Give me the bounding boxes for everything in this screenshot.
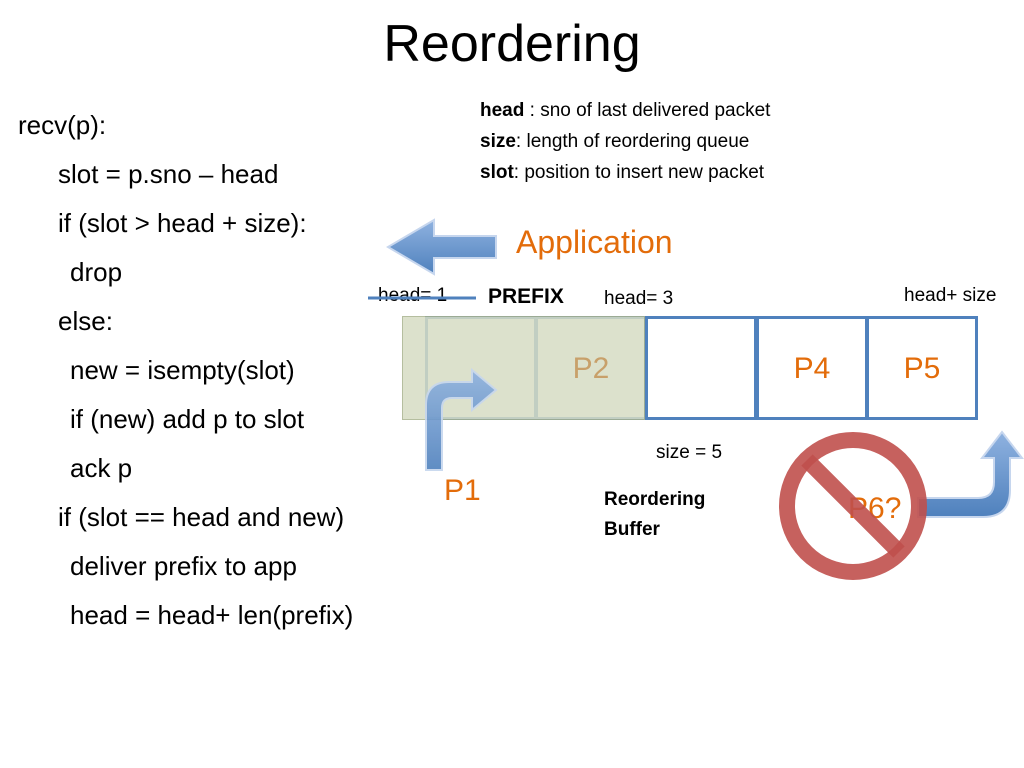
bent-arrow-icon: [917, 430, 1024, 518]
legend-term: size: [480, 131, 516, 152]
head-plus-size-label: head+ size: [904, 285, 997, 306]
size-label: size = 5: [656, 442, 723, 463]
legend-term: slot: [480, 162, 514, 183]
legend-desc: : sno of last delivered packet: [524, 100, 771, 121]
code-line: else:: [58, 306, 113, 336]
slot-label: P2: [572, 352, 610, 385]
buffer-label: Buffer: [604, 519, 660, 540]
code-line: head = head+ len(prefix): [70, 600, 354, 630]
legend-desc: : length of reordering queue: [515, 131, 750, 152]
application-label: Application: [516, 224, 673, 260]
code-line: if (slot > head + size):: [58, 208, 307, 238]
code-line: if (new) add p to slot: [70, 404, 305, 434]
buffer-slot: [645, 316, 757, 420]
legend-term: head: [480, 100, 525, 121]
left-arrow-icon: [386, 218, 497, 276]
code-line: slot = p.sno – head: [58, 159, 279, 189]
legend-item: slot: position to insert new packet: [480, 162, 764, 184]
code-line: ack p: [70, 453, 133, 483]
incoming-packet-label: P1: [444, 474, 481, 507]
buffer-label: Reordering: [604, 489, 706, 510]
legend-desc: : position to insert new packet: [513, 162, 765, 183]
code-line: new = isempty(slot): [70, 355, 295, 385]
buffer-slot: [866, 316, 978, 420]
prefix-label: PREFIX: [488, 285, 564, 308]
slot-label: P4: [793, 352, 831, 385]
code-line: if (slot == head and new): [58, 502, 345, 532]
code-line: deliver prefix to app: [70, 551, 297, 581]
legend-item: size: length of reordering queue: [480, 131, 749, 153]
slide-title: Reordering: [383, 15, 641, 73]
head-minus-label: head= 1: [378, 285, 448, 306]
bent-arrow-icon: [425, 367, 498, 471]
head-label: head= 3: [604, 288, 674, 309]
slot-label: P5: [903, 352, 941, 385]
code-line: drop: [70, 257, 123, 287]
code-line: recv(p):: [18, 110, 107, 140]
no-entry-icon: [779, 432, 927, 580]
legend-item: head : sno of last delivered packet: [480, 100, 770, 122]
